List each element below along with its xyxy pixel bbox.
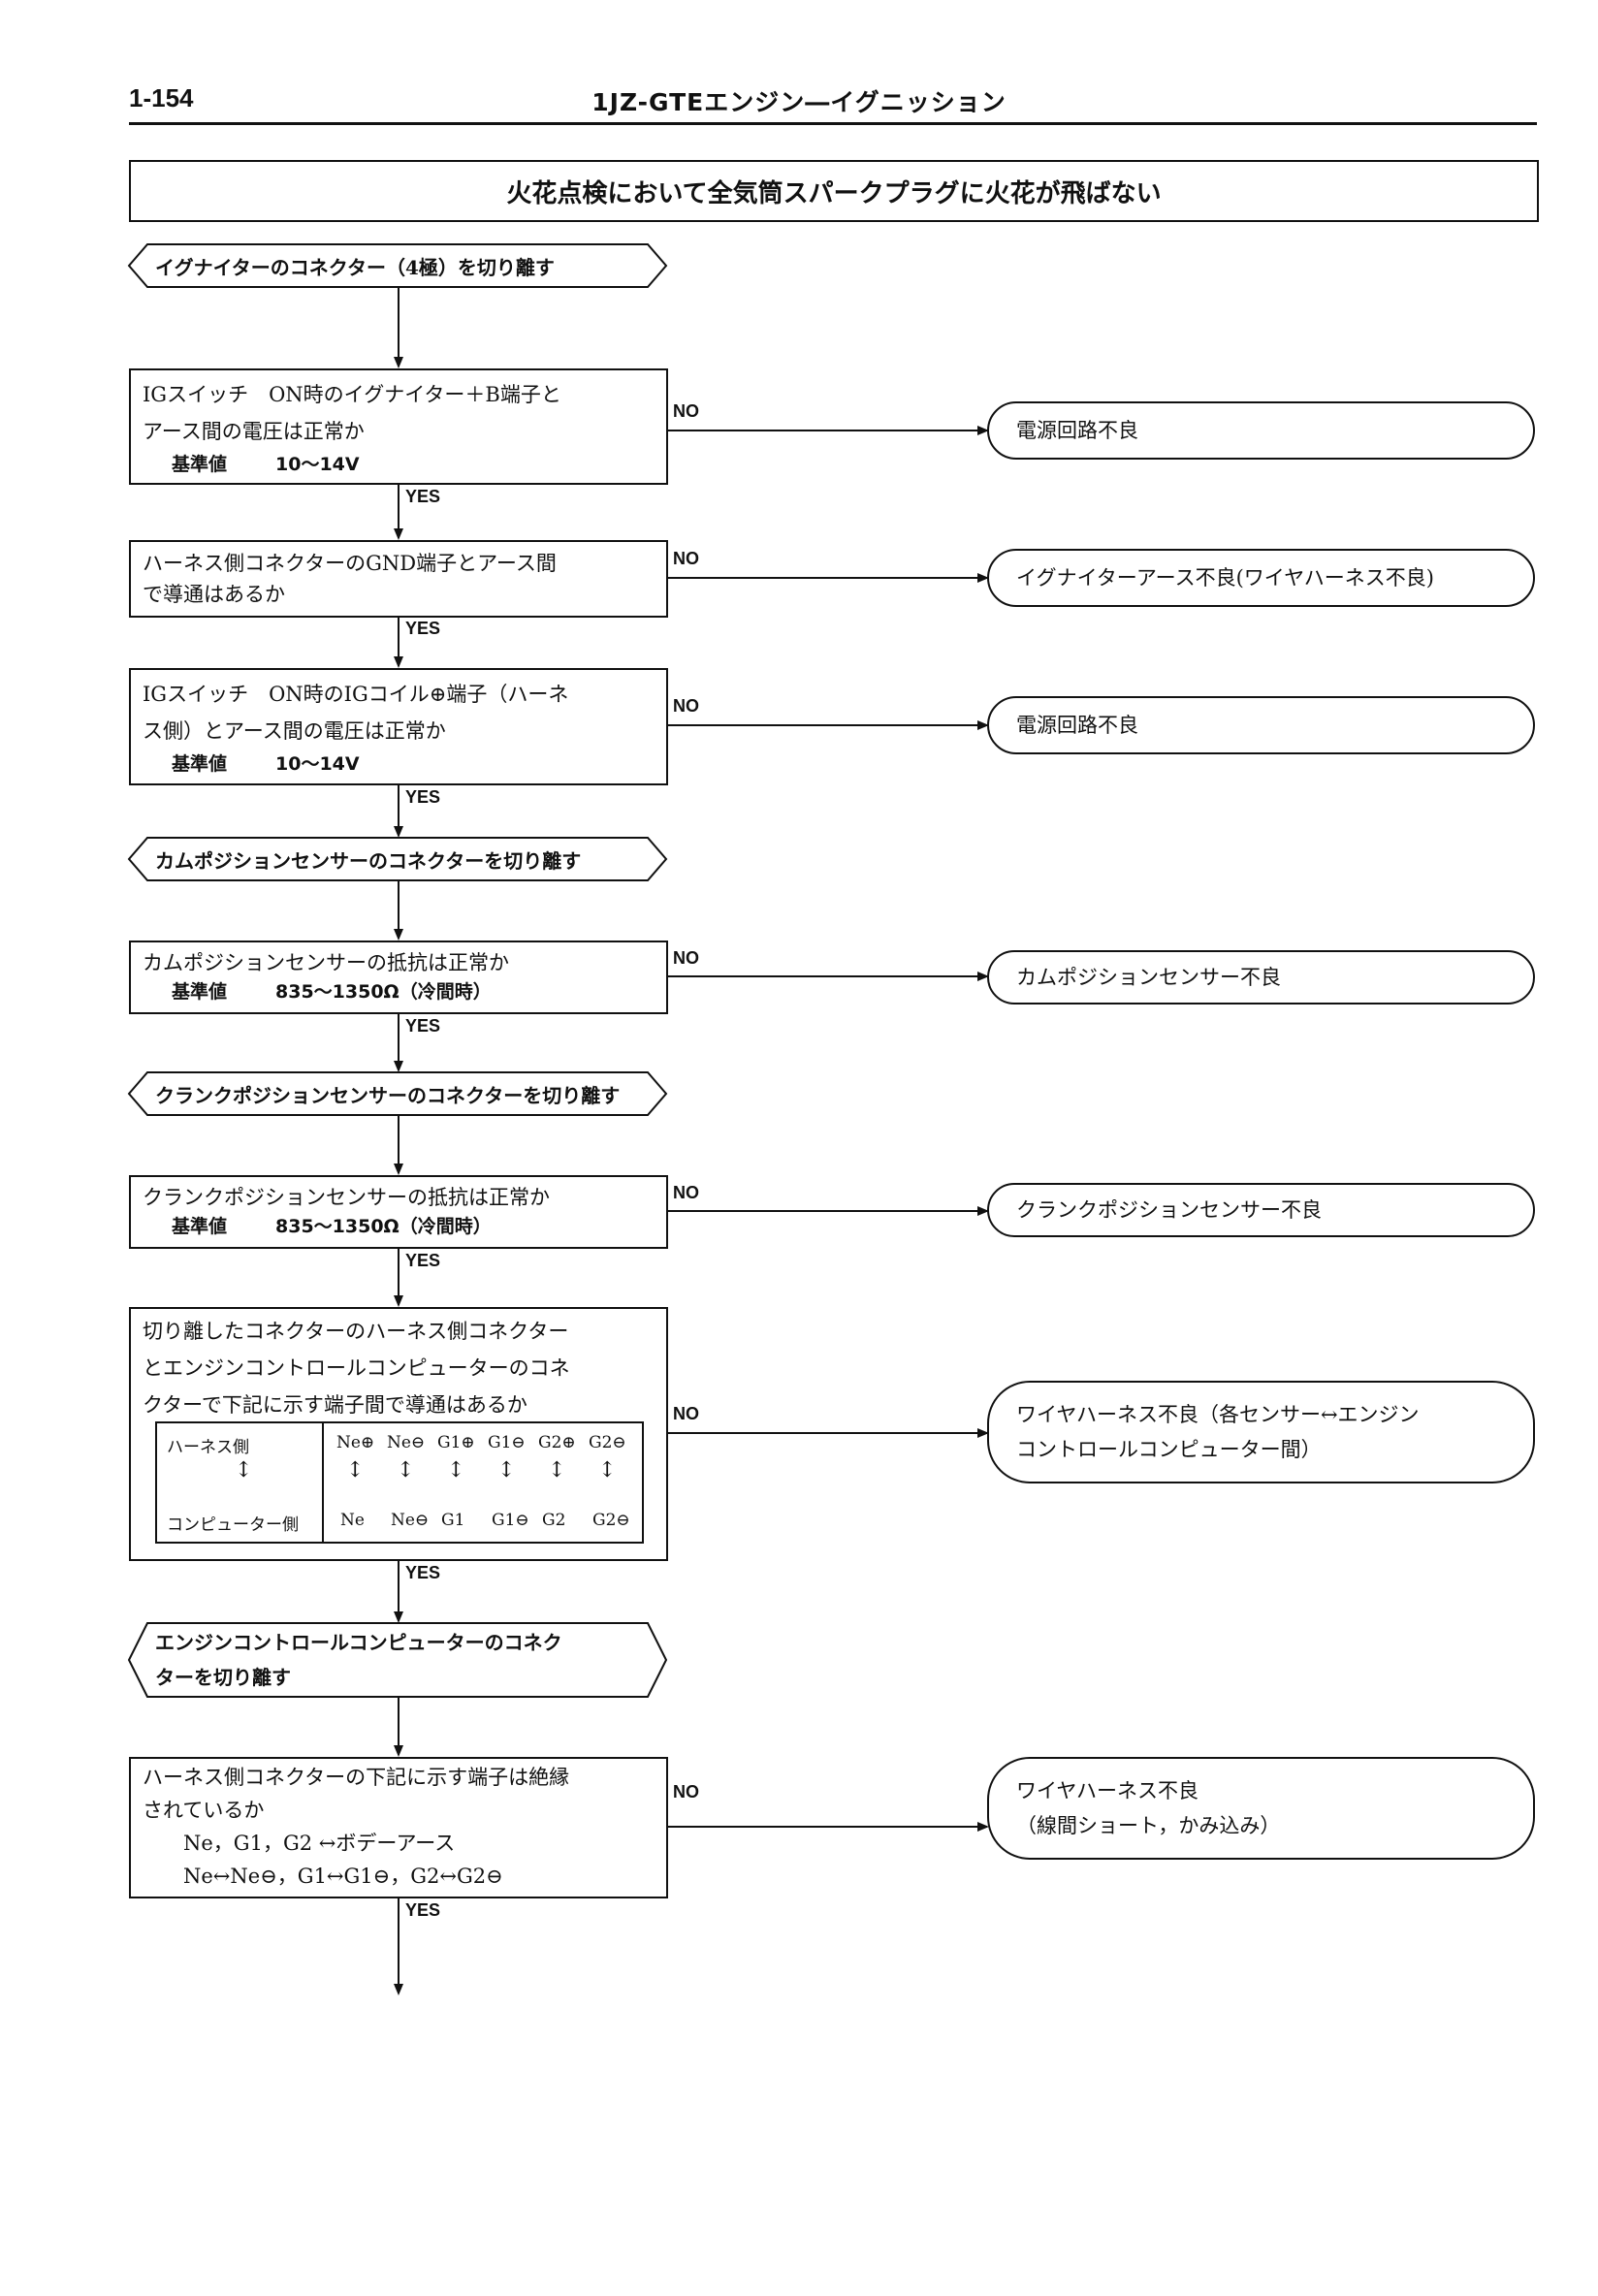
terminal-top-2: Ne⊖: [387, 1433, 426, 1452]
step-2-line2: アース間の電圧は正常か: [143, 420, 365, 443]
hexagon-step-1: [127, 243, 668, 288]
result-step-9-line2: コントロールコンピューター間）: [1016, 1438, 1322, 1461]
step-4-line2: ス側）とアース間の電圧は正常か: [143, 719, 446, 743]
table-side-arrow: ↕: [235, 1458, 253, 1483]
terminal-arrow-1: ↕: [346, 1458, 365, 1483]
result-step-8: クランクポジションセンサー不良: [987, 1183, 1535, 1237]
terminal-arrow-5: ↕: [548, 1458, 566, 1483]
terminal-top-1: Ne⊕: [336, 1433, 375, 1452]
step-2-standard-value: 10〜14V: [275, 454, 360, 475]
step-11-no-label: NO: [673, 1782, 699, 1802]
step-2-line1: IGスイッチ ON時のイグナイター＋B端子と: [143, 383, 561, 406]
page-number: 1-154: [129, 83, 194, 112]
terminal-bottom-5: G2: [542, 1511, 566, 1530]
step-11-line2: されているか: [143, 1799, 265, 1822]
step-10-line2: ターを切り離す: [155, 1666, 291, 1689]
terminal-top-4: G1⊖: [488, 1433, 526, 1452]
harness-side-label: ハーネス側: [167, 1438, 249, 1457]
step-6-line1: カムポジションセンサーの抵抗は正常か: [143, 951, 509, 974]
result-step-9-line1: ワイヤハーネス不良（各センサー↔エンジン: [1016, 1403, 1420, 1426]
step-2-standard: 基準値 10〜14V: [143, 450, 655, 479]
result-step-11-line2: （線間ショート，かみ込み）: [1016, 1814, 1281, 1837]
step-6-standard: 基準値 835〜1350Ω（冷間時）: [143, 977, 655, 1006]
step-4-no-label: NO: [673, 696, 699, 716]
terminal-arrow-6: ↕: [598, 1458, 617, 1483]
hexagon-step-10: [127, 1622, 668, 1698]
step-11-line4: Ne↔Ne⊖，G1↔G1⊖，G2↔G2⊖: [183, 1865, 503, 1888]
step-8-standard: 基準値 835〜1350Ω（冷間時）: [143, 1212, 655, 1241]
terminal-top-6: G2⊖: [589, 1433, 626, 1452]
step-4-standard-value: 10〜14V: [275, 753, 360, 775]
step-7-action: クランクポジションセンサーのコネクターを切り離す: [155, 1083, 621, 1107]
terminal-bottom-3: G1: [441, 1511, 465, 1530]
terminal-bottom-1: Ne: [340, 1511, 365, 1530]
terminal-bottom-2: Ne⊖: [391, 1511, 430, 1530]
step-9-line1: 切り離したコネクターのハーネス側コネクター: [143, 1320, 569, 1343]
step-4-check: IGスイッチ ON時のIGコイル⊕端子（ハーネ ス側）とアース間の電圧は正常か …: [129, 668, 668, 785]
terminal-arrow-2: ↕: [397, 1458, 415, 1483]
step-5-action: カムポジションセンサーのコネクターを切り離す: [155, 848, 582, 873]
step-4-line1: IGスイッチ ON時のIGコイル⊕端子（ハーネ: [143, 683, 569, 706]
terminal-table-side-column: ハーネス側 ↕ コンピューター側: [157, 1423, 324, 1542]
step-11-yes-label: YES: [405, 1900, 441, 1920]
step-2-yes-label: YES: [405, 487, 441, 506]
step-10-line1: エンジンコントロールコンピューターのコネク: [155, 1631, 562, 1654]
computer-side-label: コンピューター側: [167, 1515, 299, 1535]
step-2-no-label: NO: [673, 401, 699, 421]
terminal-bottom-4: G1⊖: [492, 1511, 529, 1530]
hexagon-step-7: [127, 1071, 668, 1116]
result-step-3: イグナイターアース不良(ワイヤハーネス不良): [987, 549, 1535, 607]
step-3-line2: で導通はあるか: [143, 583, 285, 606]
hexagon-step-5: [127, 837, 668, 881]
step-9-yes-label: YES: [405, 1563, 441, 1582]
step-8-line1: クランクポジションセンサーの抵抗は正常か: [143, 1186, 550, 1209]
terminal-table: ハーネス側 ↕ コンピューター側 Ne⊕ ↕ Ne⊖ ↕ G1⊕ ↕ G1⊖ ↕ G2⊕ ↕ G2⊖…: [155, 1421, 644, 1544]
terminal-top-3: G1⊕: [437, 1433, 475, 1452]
step-1-action: イグナイターのコネクター（4極）を切り離す: [155, 255, 555, 279]
step-3-check: ハーネス側コネクターのGND端子とアース間 で導通はあるか: [129, 540, 668, 618]
result-step-6: カムポジションセンサー不良: [987, 950, 1535, 1004]
step-10-action: エンジンコントロールコンピューターのコネク ターを切り離す: [155, 1625, 650, 1695]
step-6-no-label: NO: [673, 948, 699, 968]
step-4-standard: 基準値 10〜14V: [143, 749, 655, 779]
terminal-top-5: G2⊕: [538, 1433, 576, 1452]
result-step-4: 電源回路不良: [987, 696, 1535, 754]
step-11-check: ハーネス側コネクターの下記に示す端子は絶縁 されているか Ne，G1，G2 ↔ボ…: [129, 1757, 668, 1898]
step-6-standard-value: 835〜1350Ω（冷間時）: [275, 981, 492, 1003]
step-8-standard-value: 835〜1350Ω（冷間時）: [275, 1216, 492, 1237]
terminal-arrow-4: ↕: [497, 1458, 516, 1483]
step-8-yes-label: YES: [405, 1251, 441, 1270]
step-2-standard-label: 基準値: [172, 454, 228, 475]
terminal-bottom-6: G2⊖: [592, 1511, 630, 1530]
flowchart-title: 火花点検において全気筒スパークプラグに火花が飛ばない: [129, 160, 1539, 222]
result-step-2: 電源回路不良: [987, 401, 1535, 460]
step-6-check: カムポジションセンサーの抵抗は正常か 基準値 835〜1350Ω（冷間時）: [129, 941, 668, 1014]
step-6-yes-label: YES: [405, 1016, 441, 1036]
result-step-9: ワイヤハーネス不良（各センサー↔エンジン コントロールコンピューター間）: [987, 1381, 1535, 1483]
section-title: 1JZ-GTEエンジン―イグニッション: [591, 88, 1007, 116]
step-8-no-label: NO: [673, 1183, 699, 1202]
step-9-line3: クターで下記に示す端子間で導通はあるか: [143, 1393, 527, 1417]
step-9-no-label: NO: [673, 1404, 699, 1423]
step-9-check: 切り離したコネクターのハーネス側コネクター とエンジンコントロールコンピューター…: [129, 1307, 668, 1561]
step-4-standard-label: 基準値: [172, 753, 228, 775]
step-11-line3: Ne，G1，G2 ↔ボデーアース: [183, 1832, 456, 1855]
step-6-standard-label: 基準値: [172, 981, 228, 1003]
terminal-arrow-3: ↕: [447, 1458, 465, 1483]
step-9-line2: とエンジンコントロールコンピューターのコネ: [143, 1356, 570, 1380]
result-step-11: ワイヤハーネス不良 （線間ショート，かみ込み）: [987, 1757, 1535, 1860]
step-8-standard-label: 基準値: [172, 1216, 228, 1237]
step-4-yes-label: YES: [405, 787, 441, 807]
step-3-yes-label: YES: [405, 619, 441, 638]
step-3-no-label: NO: [673, 549, 699, 568]
step-11-line1: ハーネス側コネクターの下記に示す端子は絶縁: [143, 1766, 570, 1789]
header-rule: [129, 122, 1537, 125]
step-3-line1: ハーネス側コネクターのGND端子とアース間: [143, 552, 557, 575]
step-2-check: IGスイッチ ON時のイグナイター＋B端子と アース間の電圧は正常か 基準値 10…: [129, 368, 668, 485]
result-step-11-line1: ワイヤハーネス不良: [1016, 1779, 1198, 1802]
step-8-check: クランクポジションセンサーの抵抗は正常か 基準値 835〜1350Ω（冷間時）: [129, 1175, 668, 1249]
